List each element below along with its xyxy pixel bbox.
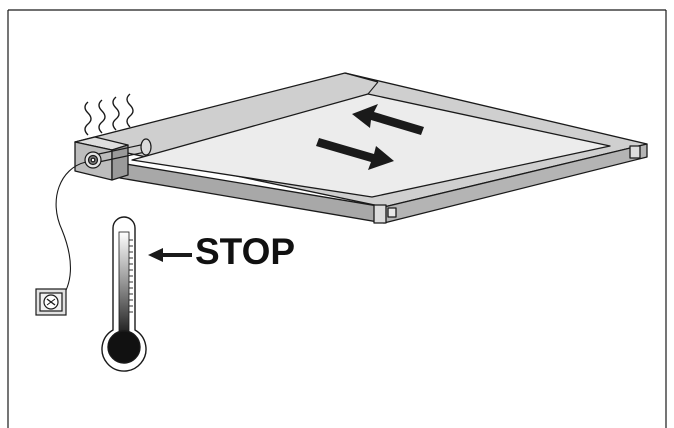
thermometer-icon bbox=[101, 216, 147, 372]
page-border bbox=[7, 9, 667, 428]
awning-frame bbox=[74, 72, 648, 224]
motor-icon bbox=[84, 138, 152, 169]
heat-waves-icon bbox=[84, 93, 134, 136]
awning-fabric bbox=[131, 93, 611, 198]
arrow-stop-icon bbox=[148, 248, 192, 262]
arrow-left-icon bbox=[352, 104, 424, 135]
arrow-right-icon bbox=[316, 138, 394, 170]
corner-cap-small bbox=[387, 207, 397, 218]
motor-housing bbox=[74, 136, 129, 181]
power-cable bbox=[55, 161, 87, 301]
corner-cap-right bbox=[629, 145, 641, 159]
corner-cap-front bbox=[373, 204, 387, 224]
power-socket-icon bbox=[35, 288, 67, 316]
stop-label: STOP bbox=[195, 231, 296, 272]
